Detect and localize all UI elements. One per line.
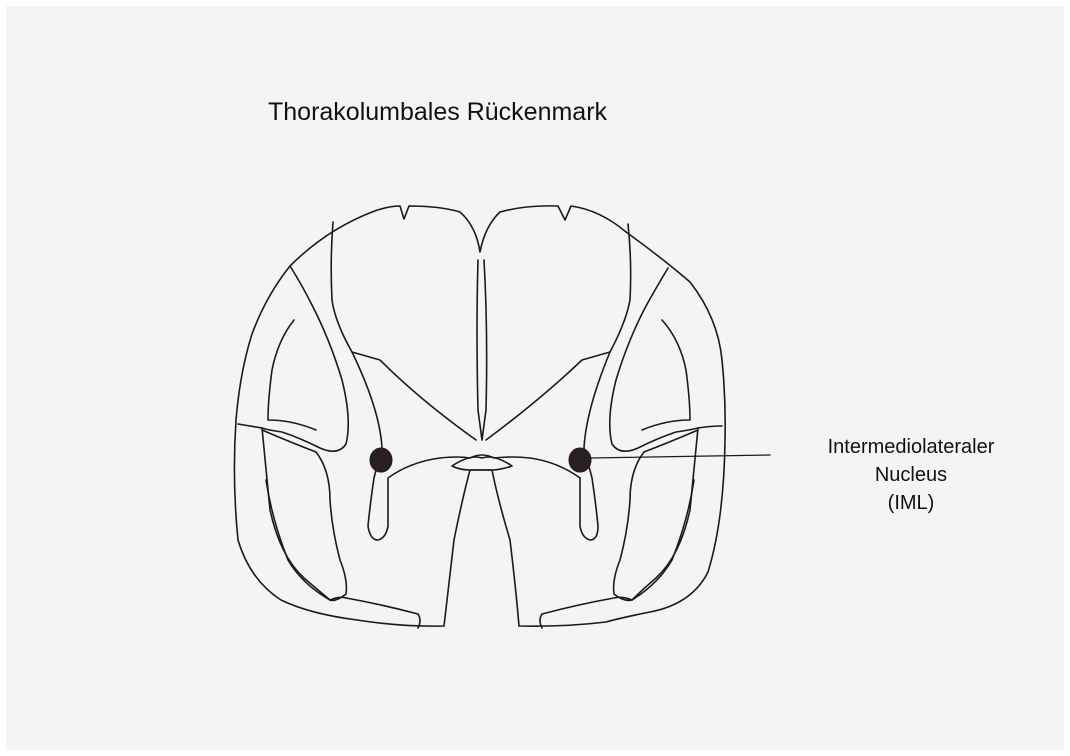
iml-label: Intermediolateraler Nucleus (IML) — [780, 433, 1042, 517]
iml-label-line-1: Intermediolateraler — [780, 433, 1042, 461]
iml-pointer-line — [590, 455, 770, 458]
right-iml-nucleus — [569, 448, 591, 472]
cord-outline — [234, 206, 725, 626]
right-ventral-tract — [614, 430, 698, 600]
ventral-fissure — [452, 457, 512, 470]
left-iml-nucleus — [370, 448, 392, 472]
left-outer-band — [238, 424, 330, 600]
right-lateral-tract — [610, 268, 698, 451]
left-gray-matter — [352, 352, 610, 540]
iml-label-line-3: (IML) — [780, 489, 1042, 517]
right-dorsal-column — [486, 224, 631, 440]
iml-label-line-2: Nucleus — [780, 461, 1042, 489]
left-ventral-tract — [262, 430, 346, 600]
right-lateral-inner — [642, 320, 690, 430]
dorsal-median-septum — [477, 260, 487, 440]
left-lateral-inner — [268, 320, 316, 430]
left-dorsal-column — [331, 222, 476, 440]
left-ventral-bottom — [330, 597, 420, 628]
